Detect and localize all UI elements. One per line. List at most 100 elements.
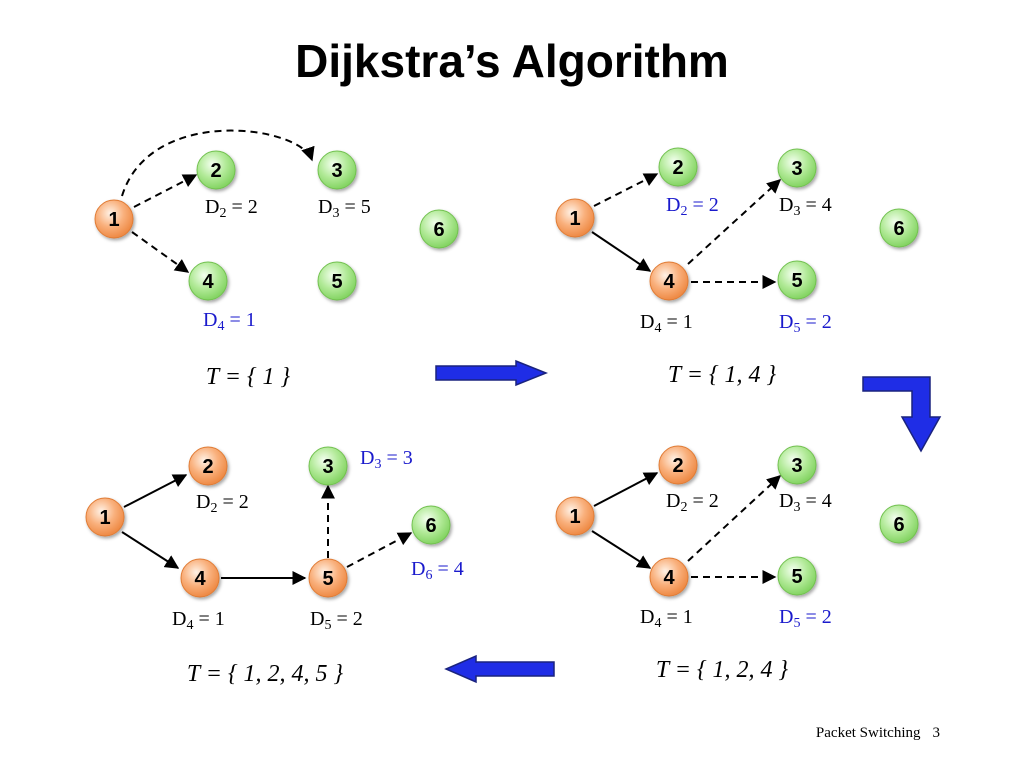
edge-1-4: [591, 530, 652, 569]
distance-labels-step1: D2 = 2 D3 = 5 D4 = 1: [203, 196, 371, 334]
node-3: 3: [308, 446, 348, 486]
node-4: 4: [649, 261, 689, 301]
node-1: 1: [94, 199, 134, 239]
distance-label: D4 = 1: [203, 309, 256, 334]
distance-label: D2 = 2: [666, 490, 719, 515]
svg-text:4: 4: [194, 568, 206, 590]
arrow-right-icon: [435, 359, 549, 387]
svg-text:2: 2: [672, 455, 683, 477]
svg-text:3: 3: [331, 160, 342, 182]
distance-label: D2 = 2: [205, 196, 258, 221]
svg-text:2: 2: [210, 160, 221, 182]
distance-label: D6 = 4: [411, 558, 464, 583]
svg-text:5: 5: [331, 271, 342, 293]
page-number: 3: [932, 725, 941, 741]
arrow-turn-down-icon: [862, 376, 942, 453]
distance-labels-step2: D2 = 2 D3 = 4 D4 = 1 D5 = 2: [640, 194, 832, 336]
svg-text:6: 6: [893, 218, 904, 240]
svg-text:3: 3: [791, 158, 802, 180]
node-3: 3: [317, 150, 357, 190]
distance-labels-step4: D2 = 2 D3 = 3 D4 = 1 D5 = 2 D6 = 4: [172, 447, 464, 633]
edge-1-4: [131, 231, 190, 273]
svg-text:4: 4: [663, 271, 675, 293]
node-5: 5: [777, 260, 817, 300]
svg-text:3: 3: [791, 455, 802, 477]
t-set-step2: T = { 1, 4 }: [668, 362, 777, 388]
node-5: 5: [308, 558, 348, 598]
flow-arrows: [435, 359, 942, 684]
edge-1-2: [123, 474, 188, 508]
svg-text:1: 1: [99, 507, 110, 529]
node-2: 2: [658, 147, 698, 187]
node-2: 2: [196, 150, 236, 190]
distance-label: D5 = 2: [779, 606, 832, 631]
svg-text:2: 2: [202, 456, 213, 478]
edges-step3: [591, 472, 782, 584]
svg-text:1: 1: [569, 506, 580, 528]
nodes-step3: 1 2 3 4 5 6: [555, 445, 919, 597]
distance-label: D2 = 2: [666, 194, 719, 219]
distance-label: D4 = 1: [640, 606, 693, 631]
node-1: 1: [85, 497, 125, 537]
slide-title: Dijkstra’s Algorithm: [295, 35, 729, 87]
node-6: 6: [411, 505, 451, 545]
svg-text:5: 5: [791, 270, 802, 292]
edge-1-2: [593, 472, 659, 507]
edge-5-6: [346, 532, 413, 568]
svg-text:5: 5: [791, 566, 802, 588]
svg-text:1: 1: [108, 209, 119, 231]
node-1: 1: [555, 198, 595, 238]
nodes-step2: 1 2 3 4 5 6: [555, 147, 919, 301]
t-set-step4: T = { 1, 2, 4, 5 }: [187, 661, 344, 687]
edges-step1: [121, 129, 315, 273]
nodes-step1: 1 2 3 4 5 6: [94, 150, 459, 301]
distance-label: D4 = 1: [640, 311, 693, 336]
distance-label: D2 = 2: [196, 491, 249, 516]
node-5: 5: [317, 261, 357, 301]
panel-step1: 1 2 3 4 5 6 D2 = 2: [94, 129, 459, 390]
distance-label: D3 = 4: [779, 490, 832, 515]
edge-1-3: [121, 129, 315, 197]
edge-1-2: [133, 174, 198, 208]
node-4: 4: [188, 261, 228, 301]
node-2: 2: [658, 445, 698, 485]
svg-text:4: 4: [202, 271, 214, 293]
distance-label: D5 = 2: [310, 608, 363, 633]
panel-step3: 1 2 3 4 5 6 D2 = 2: [555, 445, 919, 683]
svg-text:1: 1: [569, 208, 580, 230]
svg-text:5: 5: [322, 568, 333, 590]
edge-1-4: [121, 531, 180, 569]
node-2: 2: [188, 446, 228, 486]
node-4: 4: [649, 557, 689, 597]
svg-text:4: 4: [663, 567, 675, 589]
panel-step2: 1 2 3 4 5 6 D2 = 2: [555, 147, 919, 388]
node-3: 3: [777, 148, 817, 188]
panel-step4: 1 2 3 4 5 6 D2 = 2: [85, 446, 464, 687]
node-5: 5: [777, 556, 817, 596]
t-set-step3: T = { 1, 2, 4 }: [656, 657, 789, 683]
svg-text:6: 6: [893, 514, 904, 536]
edges-step2: [591, 173, 782, 289]
distance-label: D3 = 3: [360, 447, 413, 472]
edge-1-2: [593, 173, 659, 207]
nodes-step4: 1 2 3 4 5 6: [85, 446, 451, 598]
node-4: 4: [180, 558, 220, 598]
node-3: 3: [777, 445, 817, 485]
distance-labels-step3: D2 = 2 D3 = 4 D4 = 1 D5 = 2: [640, 490, 832, 631]
svg-text:6: 6: [433, 219, 444, 241]
node-6: 6: [879, 504, 919, 544]
edge-4-3: [687, 179, 782, 265]
footer-label: Packet Switching: [815, 725, 921, 741]
node-1: 1: [555, 496, 595, 536]
node-6: 6: [419, 209, 459, 249]
edge-4-3: [687, 475, 782, 562]
edge-1-4: [591, 231, 652, 272]
distance-label: D3 = 4: [779, 194, 832, 219]
distance-label: D5 = 2: [779, 311, 832, 336]
svg-text:3: 3: [322, 456, 333, 478]
edges-step4: [121, 474, 413, 585]
slide-footer: Packet Switching 3: [816, 725, 940, 742]
distance-label: D3 = 5: [318, 196, 371, 221]
t-set-step1: T = { 1 }: [206, 364, 291, 390]
